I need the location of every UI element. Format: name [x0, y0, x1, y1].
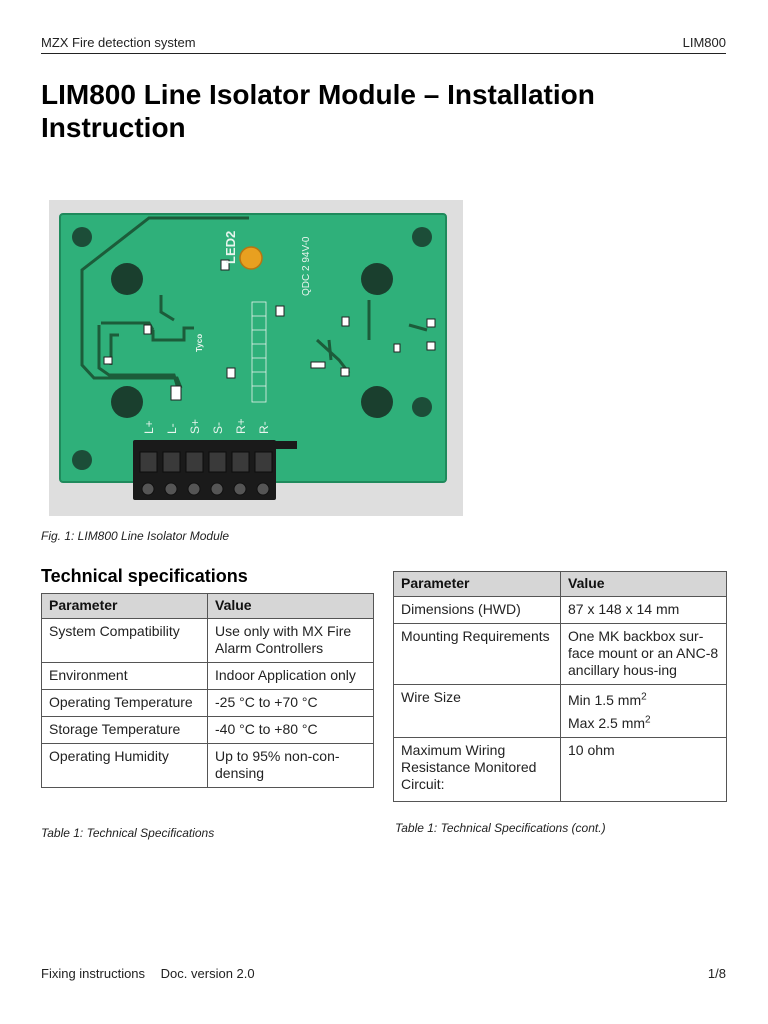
section-heading: Technical specifications	[41, 566, 248, 586]
terminal-label-r-plus: R+	[234, 418, 248, 434]
terminal-block	[133, 440, 297, 500]
module-photo: LED2 QDC 2 94V-0 Tyco L+ L- S+ S- R+ R-	[49, 200, 463, 516]
footer-doc-version: Doc. version 2.0	[160, 966, 255, 981]
terminal-label-r-minus: R-	[257, 421, 271, 434]
parameter-cell: System Compatibility	[41, 618, 208, 663]
footer-section: Fixing instructions	[41, 966, 146, 981]
parameter-cell: Maximum Wiring Resistance Monitored Circ…	[393, 737, 561, 802]
board-marking-brand: Tyco	[195, 334, 204, 352]
table-row: Wire Size Min 1.5 mm2 Max 2.5 mm2	[393, 684, 727, 738]
value-cell: Use only with MX Fire Alarm Controllers	[207, 618, 374, 663]
header-rule	[41, 53, 726, 54]
terminal-label-s-plus: S+	[188, 419, 202, 434]
status-led	[239, 246, 263, 270]
mounting-hole	[72, 227, 92, 247]
board-marking-led: LED2	[223, 231, 238, 264]
component-grid	[251, 301, 267, 403]
value-cell: 87 x 148 x 14 mm	[560, 596, 727, 624]
header-product-code: LIM800	[682, 35, 726, 50]
table-row: Storage Temperature -40 °C to +80 °C	[41, 716, 374, 744]
fixing-hole	[361, 263, 393, 295]
header-cell-parameter: Parameter	[393, 571, 561, 597]
parameter-cell: Dimensions (HWD)	[393, 596, 561, 624]
parameter-cell: Mounting Requirements	[393, 623, 561, 685]
fixing-hole	[361, 386, 393, 418]
value-cell: Up to 95% non-con-densing	[207, 743, 374, 788]
parameter-cell: Operating Temperature	[41, 689, 208, 717]
table-row: System Compatibility Use only with MX Fi…	[41, 618, 374, 663]
parameter-cell: Environment	[41, 662, 208, 690]
value-cell: One MK backbox sur-face mount or an ANC-…	[560, 623, 727, 685]
table-row: Maximum Wiring Resistance Monitored Circ…	[393, 737, 727, 802]
footer-page-number: 1/8	[707, 966, 726, 981]
parameter-cell: Operating Humidity	[41, 743, 208, 788]
value-cell: Min 1.5 mm2 Max 2.5 mm2	[560, 684, 727, 738]
terminal-label-l-minus: L-	[165, 423, 179, 434]
smd-components	[103, 259, 436, 401]
wire-size-min: Min 1.5 mm2	[568, 691, 647, 708]
table-row: Operating Humidity Up to 95% non-con-den…	[41, 743, 374, 788]
value-cell: Indoor Application only	[207, 662, 374, 690]
table-row: Dimensions (HWD) 87 x 148 x 14 mm	[393, 596, 727, 624]
value-cell: -25 °C to +70 °C	[207, 689, 374, 717]
header-cell-value: Value	[560, 571, 727, 597]
header-cell-parameter: Parameter	[41, 593, 208, 619]
table-caption: Table 1: Technical Specifications	[41, 826, 215, 840]
wire-size-max: Max 2.5 mm2	[568, 714, 651, 731]
table-row: Operating Temperature -25 °C to +70 °C	[41, 689, 374, 717]
terminal-label-l-plus: L+	[142, 420, 156, 434]
mounting-hole	[72, 450, 92, 470]
spec-table-continued: Parameter Value Dimensions (HWD) 87 x 14…	[393, 571, 727, 802]
mounting-hole	[412, 227, 432, 247]
board-marking-code: QDC 2 94V-0	[301, 236, 312, 296]
terminal-labels: L+ L- S+ S- R+ R-	[142, 418, 271, 434]
page-title: LIM800 Line Isolator Module – Installati…	[41, 79, 595, 143]
table-row: Mounting Requirements One MK backbox sur…	[393, 623, 727, 685]
fixing-hole	[111, 263, 143, 295]
table-header-row: Parameter Value	[41, 593, 374, 619]
value-cell: 10 ohm	[560, 737, 727, 802]
mounting-hole	[412, 397, 432, 417]
value-cell: -40 °C to +80 °C	[207, 716, 374, 744]
spec-table: Parameter Value System Compatibility Use…	[41, 593, 374, 788]
table-row: Environment Indoor Application only	[41, 662, 374, 690]
terminal-label-s-minus: S-	[211, 422, 225, 434]
fixing-hole	[111, 386, 143, 418]
footer-left: Fixing instructions Doc. version 2.0	[41, 966, 255, 981]
header-cell-value: Value	[207, 593, 374, 619]
table-header-row: Parameter Value	[393, 571, 727, 597]
figure-caption: Fig. 1: LIM800 Line Isolator Module	[41, 529, 230, 543]
table-caption: Table 1: Technical Specifications (cont.…	[395, 821, 606, 835]
parameter-cell: Wire Size	[393, 684, 561, 738]
header-doc-series: MZX Fire detection system	[41, 35, 196, 50]
parameter-cell: Storage Temperature	[41, 716, 208, 744]
